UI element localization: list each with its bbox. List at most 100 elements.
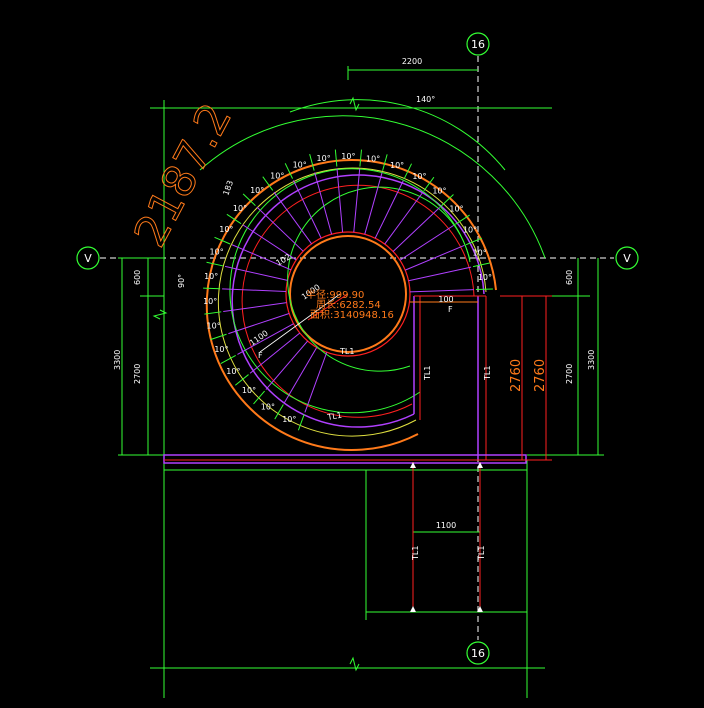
tread-tick [253,390,265,405]
axis-bubble-right: V [615,246,639,270]
stair-tread [336,168,344,233]
dim-bottom-1100: 1100 [436,521,456,530]
dim-arc-angle: 140° [416,95,435,104]
stair-tread [222,288,287,292]
tread-tick [220,354,236,364]
dim-left-600: 600 [133,270,142,285]
tread-tick [382,154,388,171]
stair-tread [256,206,304,252]
beam-label-f-b: F [448,305,453,314]
tread-tick [472,262,490,268]
annotations: 2200 140° 600 2700 3300 600 2700 3300 11… [113,57,596,561]
tread-tick [465,237,482,246]
step-angle-label: 10° [366,154,380,163]
stair-tread [228,313,290,335]
stair-tread [273,191,312,245]
tread-tick [475,288,493,291]
svg-text:16: 16 [471,38,485,51]
spiral-stair [163,149,552,612]
center-info-length: 周长:6282.54 [316,299,381,311]
step-angle-label: 10° [214,345,228,354]
stair-tread [292,180,322,239]
tread-tick [359,149,362,167]
tread-tick [206,261,224,267]
step-angle-label: 10° [219,225,233,234]
stair-tread [249,332,301,374]
stair-tread [237,323,294,355]
step-angle-label: 10° [412,172,426,181]
stair-tread [374,180,404,239]
tread-tick [403,163,413,180]
stair-tread [405,244,465,271]
beam-label-tl1-b: TL1 [483,366,492,381]
stair-tread [408,266,472,282]
beam-label-tl1-a: TL1 [423,366,432,381]
step-angle-label: 10° [270,172,284,181]
step-angle-label: 10° [250,186,264,195]
step-angle-label: 10° [432,187,446,196]
step-angle-label: 10° [449,205,463,214]
tread-tick [274,404,284,420]
step-angle-label: 10° [210,248,224,257]
dim-left-3300: 3300 [113,350,122,370]
step-angle-label: 10° [226,367,240,376]
stair-tread [224,265,288,281]
dim-rise-2760-b: 2760 [533,359,548,392]
tread-tick [210,333,227,341]
beam-label-tl1-e: TL1 [339,347,354,356]
dim-tread-183: 183 [221,179,235,196]
svg-text:V: V [623,252,631,265]
tread-tick [203,287,221,290]
dim-left-angle: 90° [177,274,186,288]
step-angle-label: 10° [203,297,217,306]
tread-tick [297,414,305,431]
svg-text:16: 16 [471,647,485,660]
beam-label-f-a: F [258,351,263,360]
frame-lines [118,66,604,698]
tread-tick [284,163,294,179]
dim-center-102: 102 [275,252,293,267]
tread-tick [440,194,454,207]
dim-2200: 2200 [402,57,422,66]
stair-tread [283,347,318,404]
svg-text:V: V [84,252,92,265]
stair-tread [242,224,297,261]
stair-tread [314,172,333,235]
tread-tick [309,154,315,171]
dim-rise-2760-a: 2760 [509,359,524,392]
dim-inner-100: 100 [438,295,453,304]
stair-tread [409,289,474,293]
step-angle-label: 10° [207,321,221,330]
stair-tread [364,172,383,235]
dim-right-600: 600 [565,270,574,285]
center-info-radius: 半径:999.90 [306,288,364,301]
step-angle-label: 10° [473,249,487,258]
tread-tick [262,176,274,191]
dim-left-2700: 2700 [133,364,142,384]
step-angle-label: 10° [317,154,331,163]
step-angle-label: 10° [204,272,218,281]
tread-tick [226,213,242,225]
stair-tread [399,224,454,261]
beam-label-tl1-d: TL1 [477,546,486,561]
beam-label-tl1-f: TL1 [326,411,343,423]
step-angle-label: 10° [293,161,307,170]
stair-tread [353,168,361,233]
center-info-area: 面积:3140948.16 [310,309,394,321]
stair-tread [223,302,287,313]
dim-right-2700: 2700 [565,364,574,384]
axis-bubble-bottom: 16 [466,641,490,665]
beam-label-tl1-c: TL1 [411,546,420,561]
stair-tread [384,192,424,245]
step-angle-label: 10° [341,152,355,161]
stair-tread [392,207,440,252]
stair-tread [304,352,328,413]
axis-bubble-top: 16 [466,32,490,56]
step-angle-label: 10° [390,161,404,170]
tread-tick [334,149,338,167]
dim-right-3300: 3300 [587,350,596,370]
step-angle-label: 10° [478,273,492,282]
tread-tick [242,193,256,206]
stair-tread [231,244,292,271]
